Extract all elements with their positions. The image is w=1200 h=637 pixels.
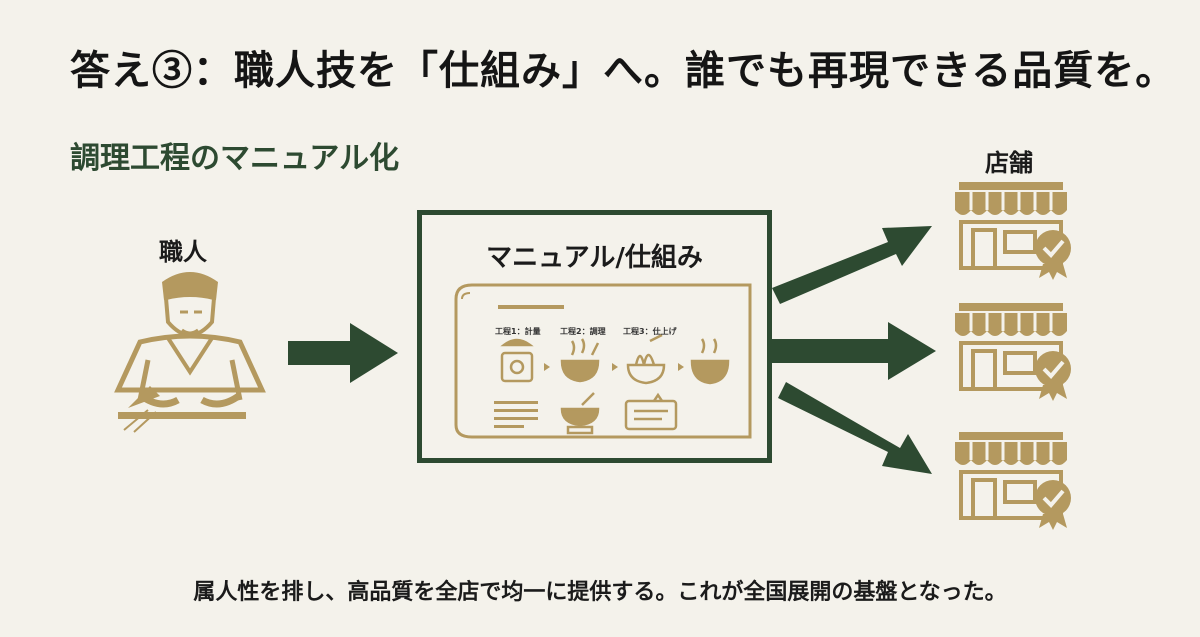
manual-scroll-graphic <box>454 283 752 439</box>
store-icon-middle <box>955 303 1071 401</box>
cooking-pot-icon <box>560 338 600 383</box>
step-chevron-2 <box>612 363 618 371</box>
soup-bowl-icon <box>690 338 730 385</box>
noodles-icon <box>626 333 666 385</box>
manual-title: マニュアル/仕組み <box>486 243 703 273</box>
store-icon-bottom <box>955 432 1071 530</box>
document-lines-icon <box>494 401 538 428</box>
arrow-to-manual <box>288 323 398 383</box>
craftsman-label: 職人 <box>159 238 207 266</box>
speech-bubble-icon <box>624 392 678 431</box>
craftsman-cutting-icon <box>114 272 266 433</box>
footer-caption: 属人性を排し、高品質を全店で均一に提供する。これが全国展開の基盤となった。 <box>193 580 1007 605</box>
page-title: 答え③：職人技を「仕組み」へ。誰でも再現できる品質を。 <box>70 47 1177 94</box>
store-label: 店舗 <box>985 149 1033 177</box>
arrow-to-store-middle <box>772 322 936 380</box>
manual-panel: マニュアル/仕組み <box>417 210 772 463</box>
arrow-to-store-bottom <box>778 382 932 474</box>
step-label-1: 工程1：計量 <box>495 327 541 336</box>
store-icon-top <box>955 182 1071 280</box>
step-chevron-1 <box>544 363 550 371</box>
scale-icon <box>500 338 534 383</box>
arrow-to-store-top <box>772 226 932 304</box>
step-chevron-3 <box>678 363 684 371</box>
step-label-2: 工程2：調理 <box>560 327 606 336</box>
step-label-3: 工程3：仕上げ <box>623 327 677 336</box>
section-subtitle: 調理工程のマニュアル化 <box>70 141 400 176</box>
ingredient-bowl-icon <box>560 392 600 435</box>
